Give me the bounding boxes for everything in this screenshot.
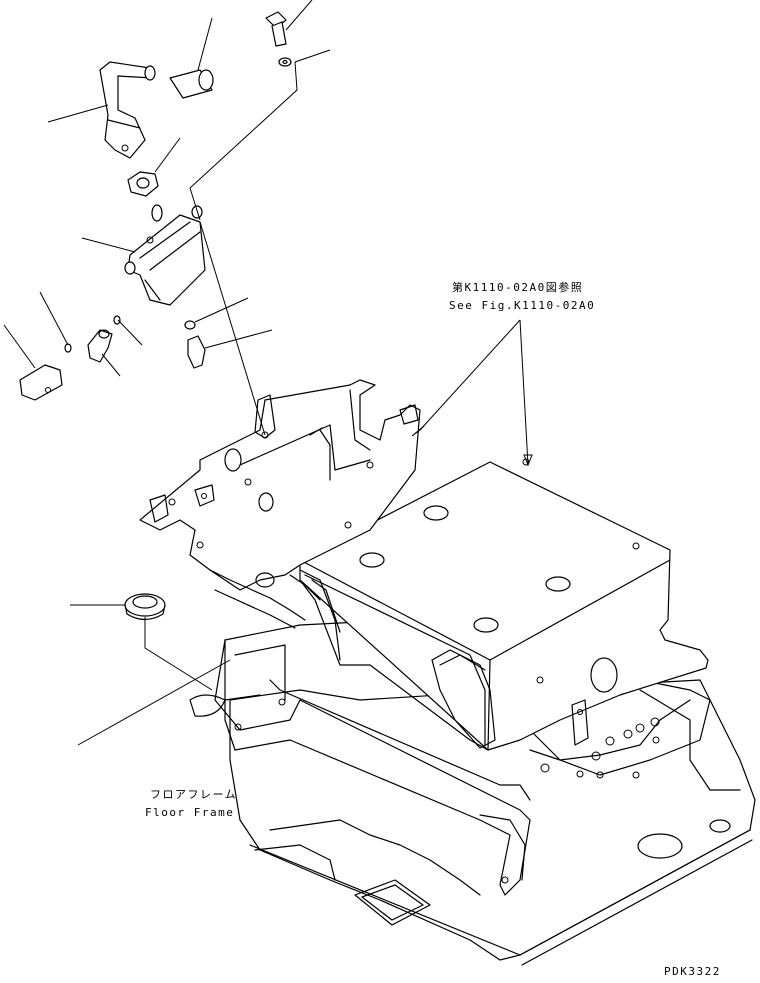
bolt-top [265, 11, 287, 47]
leader-lines [3, 0, 533, 746]
elbow-fitting [87, 329, 113, 363]
reference-label-jp: 第K1110-02A0図参照 [452, 280, 583, 294]
valve-body [124, 204, 206, 306]
o-ring-small [184, 320, 196, 330]
labels: 第K1110-02A0図参照 See Fig.K1110-02A0 フロアフレー… [145, 280, 721, 978]
nut [127, 171, 159, 197]
floor-frame-label-en: Floor Frame [145, 806, 234, 819]
drawing-code: PDK3322 [664, 965, 721, 978]
lever-assembly [99, 61, 156, 159]
upper-bracket [139, 379, 421, 629]
floor-frame-label-jp: フロアフレーム [150, 788, 237, 801]
reference-label-en: See Fig.K1110-02A0 [449, 299, 595, 312]
switch-sensor [19, 364, 63, 401]
floor-frame [229, 679, 756, 966]
washer-top [278, 57, 292, 67]
main-box [299, 458, 709, 751]
fitting-right [187, 335, 206, 369]
grip-cap [169, 69, 214, 99]
grommet [124, 593, 166, 621]
